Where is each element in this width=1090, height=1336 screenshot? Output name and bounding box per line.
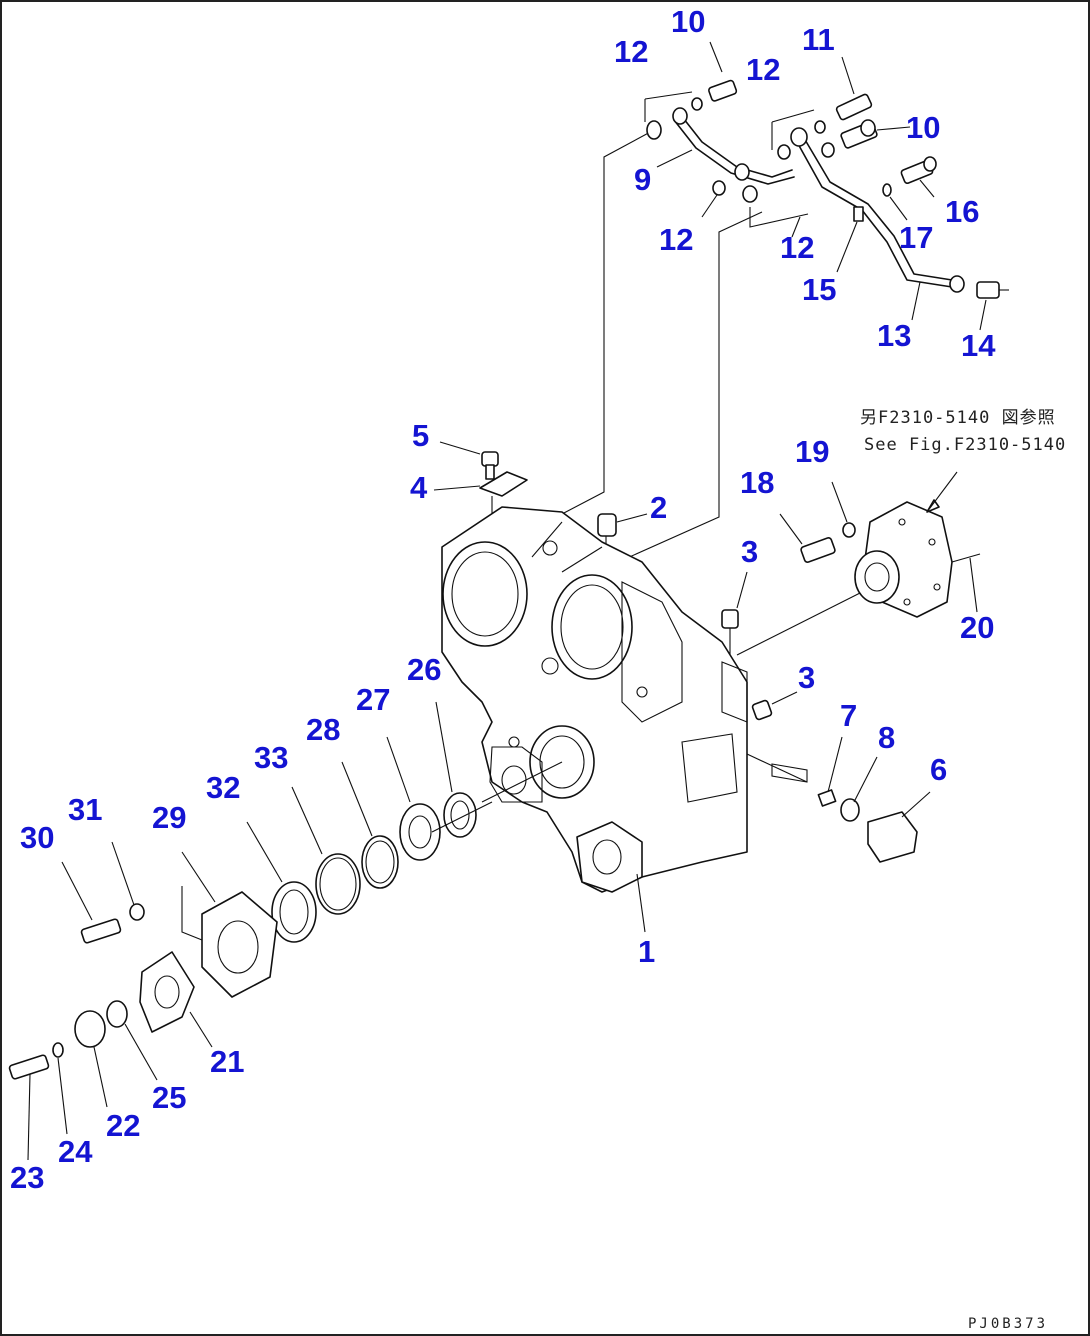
reference-note-line2: See Fig.F2310-5140 <box>864 435 1067 455</box>
sensor-assembly <box>771 736 931 863</box>
callout-10: 10 <box>906 110 941 145</box>
callout-33: 33 <box>254 740 289 775</box>
callout-6: 6 <box>930 752 948 787</box>
callout-21: 21 <box>210 1044 245 1079</box>
callout-23: 23 <box>10 1160 45 1195</box>
callout-3: 3 <box>741 534 759 569</box>
callout-30: 30 <box>20 820 55 855</box>
callout-3: 3 <box>798 660 816 695</box>
callout-17: 17 <box>899 220 934 255</box>
callout-12: 12 <box>614 34 649 69</box>
callout-22: 22 <box>106 1108 141 1143</box>
callout-31: 31 <box>68 792 103 827</box>
callout-10: 10 <box>671 4 706 39</box>
callout-2: 2 <box>650 490 668 525</box>
callout-12: 12 <box>746 52 781 87</box>
pipe-assembly <box>561 41 1009 568</box>
bearing-stack <box>8 701 493 1161</box>
callout-32: 32 <box>206 770 241 805</box>
callout-28: 28 <box>306 712 341 747</box>
callout-14: 14 <box>961 328 996 363</box>
callout-29: 29 <box>152 800 187 835</box>
callout-12: 12 <box>659 222 694 257</box>
callout-19: 19 <box>795 434 830 469</box>
callout-5: 5 <box>412 418 430 453</box>
callout-27: 27 <box>356 682 391 717</box>
callout-9: 9 <box>634 162 652 197</box>
top-fittings <box>433 441 798 721</box>
callout-1: 1 <box>638 934 656 969</box>
callout-26: 26 <box>407 652 442 687</box>
callout-20: 20 <box>960 610 995 645</box>
callout-11: 11 <box>802 22 835 57</box>
callout-13: 13 <box>877 318 912 353</box>
reference-note-line1: 另F2310-5140 図参照 <box>860 408 1056 428</box>
callout-24: 24 <box>58 1134 93 1169</box>
callout-4: 4 <box>410 470 428 505</box>
drawing-code: PJ0B373 <box>968 1316 1049 1332</box>
transmission-housing <box>441 506 863 933</box>
callout-18: 18 <box>740 465 775 500</box>
callout-7: 7 <box>840 698 858 733</box>
callout-12: 12 <box>780 230 815 265</box>
callout-25: 25 <box>152 1080 187 1115</box>
pump-assembly <box>779 471 981 618</box>
callout-16: 16 <box>945 194 980 229</box>
callout-8: 8 <box>878 720 896 755</box>
callout-15: 15 <box>802 272 837 307</box>
